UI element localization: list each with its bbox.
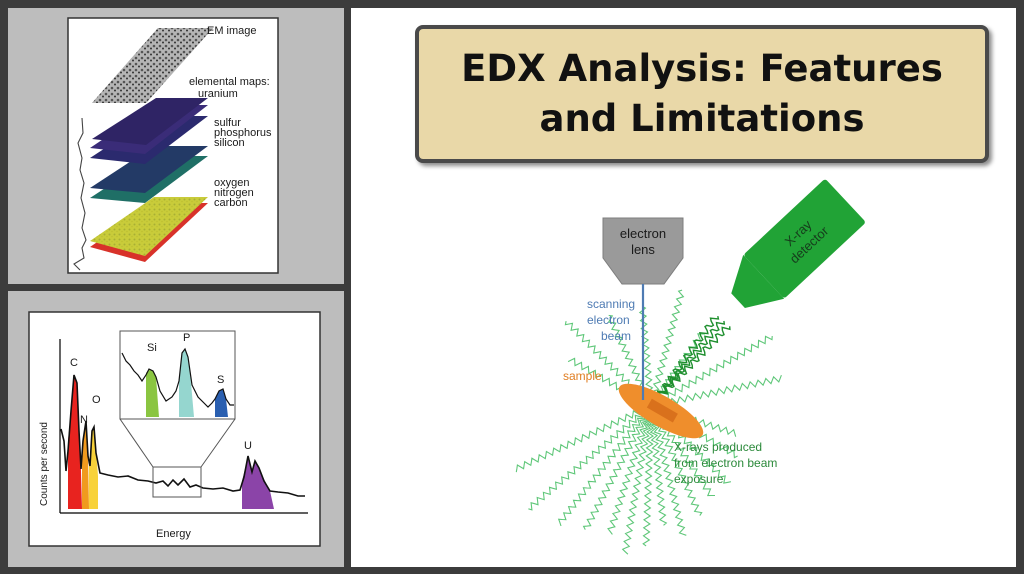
xray-ray xyxy=(528,404,652,511)
detector-tip xyxy=(731,254,785,309)
xray-ray xyxy=(642,405,655,547)
xray-rays xyxy=(515,289,782,555)
xray-ray xyxy=(647,405,668,526)
em-image-texture xyxy=(92,28,213,103)
spectrum-figure: Counts per second Energy C O N U Si P S xyxy=(28,311,321,547)
peak-label-p: P xyxy=(183,332,190,344)
profile-trace xyxy=(73,117,87,271)
y-axis-label: Counts per second xyxy=(39,422,50,506)
xray-label-2: from electron beam xyxy=(674,456,777,470)
title-box: EDX Analysis: Features and Limitations xyxy=(415,25,989,163)
sample-center xyxy=(646,398,678,423)
peak-label-n: N xyxy=(80,414,88,426)
oxygen-label: oxygen xyxy=(214,177,249,189)
layers-panel: EM image elemental maps: uranium sulfur … xyxy=(8,8,344,284)
edx-schematic: electron lens X-ray detector scanning el… xyxy=(515,179,865,555)
xray-ray xyxy=(557,405,652,527)
zoom-box xyxy=(152,466,202,498)
title-line-1: EDX Analysis: Features xyxy=(461,47,943,90)
detector-ray xyxy=(650,320,726,408)
spectrum-line xyxy=(60,374,305,497)
em-image-label: EM image xyxy=(207,25,257,37)
detector-ray xyxy=(650,315,720,408)
silicon-layer xyxy=(90,146,208,193)
peak-label-u: U xyxy=(244,440,252,452)
carbon-label: carbon xyxy=(214,197,248,209)
uranium-peak xyxy=(242,457,274,509)
beam-label-3: beam xyxy=(601,329,631,343)
sample-label: sample xyxy=(563,369,602,383)
xray-ray xyxy=(515,403,652,473)
xray-label-3: exposure xyxy=(674,472,724,486)
phosphorus-label: phosphorus xyxy=(214,127,272,139)
oxygen-layer-texture xyxy=(90,197,208,256)
layers-figure: EM image elemental maps: uranium sulfur … xyxy=(67,17,279,274)
sulfur-label: sulfur xyxy=(214,117,241,129)
elemental-maps-label: elemental maps: xyxy=(189,76,270,88)
inset-spectrum-line xyxy=(121,347,234,408)
spectrum-panel: Counts per second Energy C O N U Si P S xyxy=(8,291,344,567)
x-axis-label: Energy xyxy=(156,528,191,540)
peak-label-o: O xyxy=(92,394,101,406)
xray-ray xyxy=(650,375,782,410)
peak-label-c: C xyxy=(70,357,78,369)
detector-rays xyxy=(650,315,731,408)
silicon-label: silicon xyxy=(214,137,245,149)
xray-ray xyxy=(582,405,652,530)
detector-ray xyxy=(650,326,731,408)
uranium-layer xyxy=(92,98,208,145)
xray-ray xyxy=(648,289,685,407)
lens-label-1: electron xyxy=(620,226,666,241)
xray-ray xyxy=(621,405,654,555)
beam-label-1: scanning xyxy=(587,297,635,311)
phosphorus-peak xyxy=(179,349,194,417)
xray-label-1: X-rays produced xyxy=(674,440,762,454)
nitrogen-label: nitrogen xyxy=(214,187,254,199)
title-line-2: and Limitations xyxy=(539,97,865,140)
peak-label-s: S xyxy=(217,374,224,386)
xray-ray xyxy=(650,335,773,409)
main-panel: EDX Analysis: Features and Limitations e… xyxy=(351,8,1016,567)
sample xyxy=(618,383,704,439)
beam-label-2: electron xyxy=(587,313,630,327)
detector-body xyxy=(744,179,865,298)
xray-ray xyxy=(647,405,687,536)
zoom-line-right xyxy=(200,418,236,468)
lens-label-2: lens xyxy=(631,242,655,257)
silicon-peak xyxy=(146,369,159,417)
uranium-label: uranium xyxy=(198,88,238,100)
zoom-line-left xyxy=(119,418,154,468)
xray-ray xyxy=(607,405,653,535)
peak-label-si: Si xyxy=(147,342,157,354)
electron-lens xyxy=(602,217,684,285)
xray-detector: X-ray detector xyxy=(731,179,865,309)
